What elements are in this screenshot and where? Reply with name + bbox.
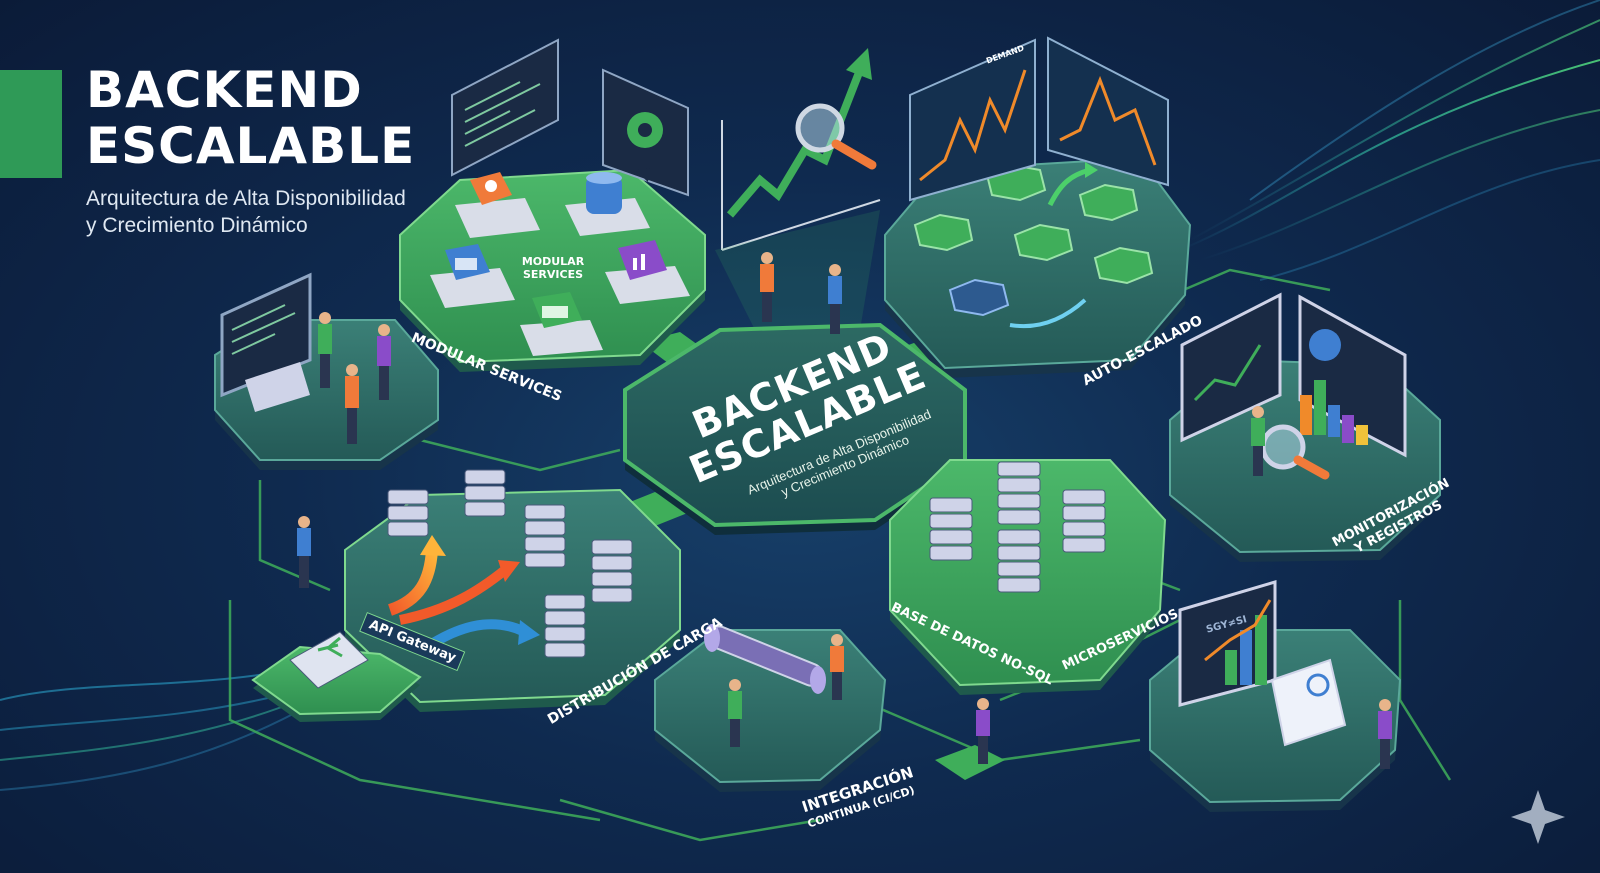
billing-service-icon xyxy=(520,292,603,356)
page-subtitle-line2: y Crecimiento Dinámico xyxy=(86,214,308,237)
page-title-line1: BACKEND xyxy=(86,61,363,119)
growth-chart xyxy=(715,48,881,340)
sparkle-icon xyxy=(1511,790,1565,844)
pipeline-icon xyxy=(704,624,826,694)
page-subtitle-line1: Arquitectura de Alta Disponibilidad xyxy=(86,187,406,210)
page-title: BACKEND ESCALABLE xyxy=(86,62,415,174)
label-modular-services-inner: MODULAR SERVICES xyxy=(521,255,585,281)
demand-chart-panels xyxy=(909,36,1169,202)
api-gateway-platform xyxy=(251,631,422,722)
wave-decoration-bottom-left xyxy=(0,669,311,791)
platform-nosql-microservices xyxy=(889,459,1167,695)
monitoring-bars xyxy=(1300,380,1368,445)
database-service-icon xyxy=(565,172,650,236)
analytics-service-icon xyxy=(605,240,690,304)
page-title-line2: ESCALABLE xyxy=(86,117,416,175)
platform-ci-cd xyxy=(654,624,887,792)
user-service-icon xyxy=(455,172,540,238)
people-figures xyxy=(297,252,1392,769)
database-stacks xyxy=(929,461,1106,593)
payment-service-icon xyxy=(430,244,515,308)
platform-analytics xyxy=(1149,579,1402,812)
server-stacks xyxy=(387,469,633,658)
platform-auto-scaling xyxy=(884,156,1192,378)
page-subtitle: Arquitectura de Alta Disponibilidad y Cr… xyxy=(86,185,406,239)
code-panels xyxy=(451,38,689,197)
small-pedestal xyxy=(935,745,1005,780)
wave-decoration-top-right xyxy=(1179,0,1600,281)
center-hub xyxy=(623,322,967,535)
header-accent-bar xyxy=(0,70,62,178)
platform-modular-services xyxy=(399,168,706,372)
